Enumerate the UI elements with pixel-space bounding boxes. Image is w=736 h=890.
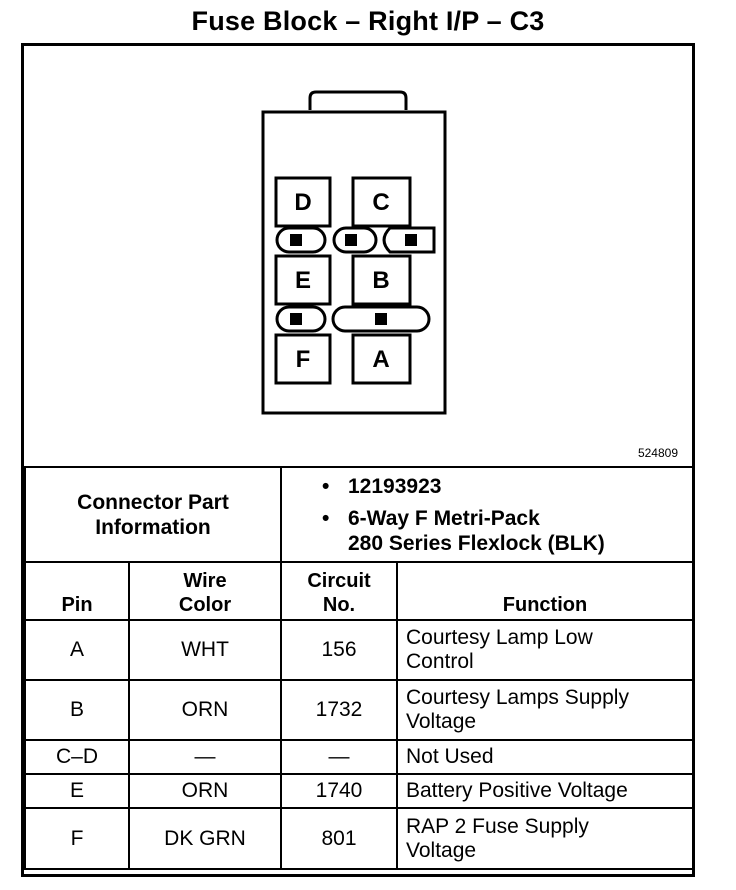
wire-color-cell: WHT <box>128 619 282 681</box>
cavity-label-e: E <box>295 267 311 294</box>
circuit-cell: — <box>280 739 398 775</box>
pin-cell: A <box>24 619 130 681</box>
part-number: 12193923 <box>322 474 692 499</box>
function-cell: Not Used <box>396 739 694 775</box>
cavity-label-c: C <box>372 189 389 216</box>
figure-number: 524809 <box>637 446 678 460</box>
terminal-square <box>375 313 387 325</box>
cavity-b: B <box>351 254 412 306</box>
wire-color-cell: ORN <box>128 773 282 809</box>
terminal-square <box>345 234 357 246</box>
cavity-label-f: F <box>296 346 311 373</box>
header-function: Function <box>396 561 694 621</box>
connector-face-drawing: D C E B <box>261 90 447 415</box>
function-cell: Battery Positive Voltage <box>396 773 694 809</box>
circuit-cell: 1732 <box>280 679 398 741</box>
cavity-label-b: B <box>372 267 389 294</box>
cavity-e: E <box>274 254 332 306</box>
connector-frame: D C E B <box>21 43 695 877</box>
terminal-square <box>405 234 417 246</box>
terminal-square <box>290 234 302 246</box>
connector-part-info-label: Connector Part Information <box>24 466 282 563</box>
cavity-d: D <box>274 176 332 228</box>
table-row: E ORN 1740 Battery Positive Voltage <box>24 773 694 809</box>
pin-cell: B <box>24 679 130 741</box>
pin-cell: E <box>24 773 130 809</box>
cavity-a: A <box>351 333 412 385</box>
pinout-table: Connector Part Information 12193923 6-Wa… <box>24 466 694 870</box>
circuit-cell: 156 <box>280 619 398 681</box>
connector-latch <box>308 90 408 110</box>
diagram-title: Fuse Block – Right I/P – C3 <box>191 6 545 36</box>
cavity-c: C <box>351 176 412 228</box>
circuit-cell: 801 <box>280 807 398 870</box>
connector-part-info-row: Connector Part Information 12193923 6-Wa… <box>24 466 694 563</box>
pin-cell: C–D <box>24 739 130 775</box>
wire-color-cell: DK GRN <box>128 807 282 870</box>
connector-diagram: D C E B <box>24 46 692 466</box>
cavity-label-d: D <box>294 189 311 216</box>
wire-color-cell: — <box>128 739 282 775</box>
cavity-f: F <box>274 333 332 385</box>
pin-cell: F <box>24 807 130 870</box>
cavity-label-a: A <box>372 346 389 373</box>
terminal-square <box>290 313 302 325</box>
table-row: C–D — — Not Used <box>24 739 694 775</box>
wire-color-cell: ORN <box>128 679 282 741</box>
circuit-cell: 1740 <box>280 773 398 809</box>
header-pin: Pin <box>24 561 130 621</box>
